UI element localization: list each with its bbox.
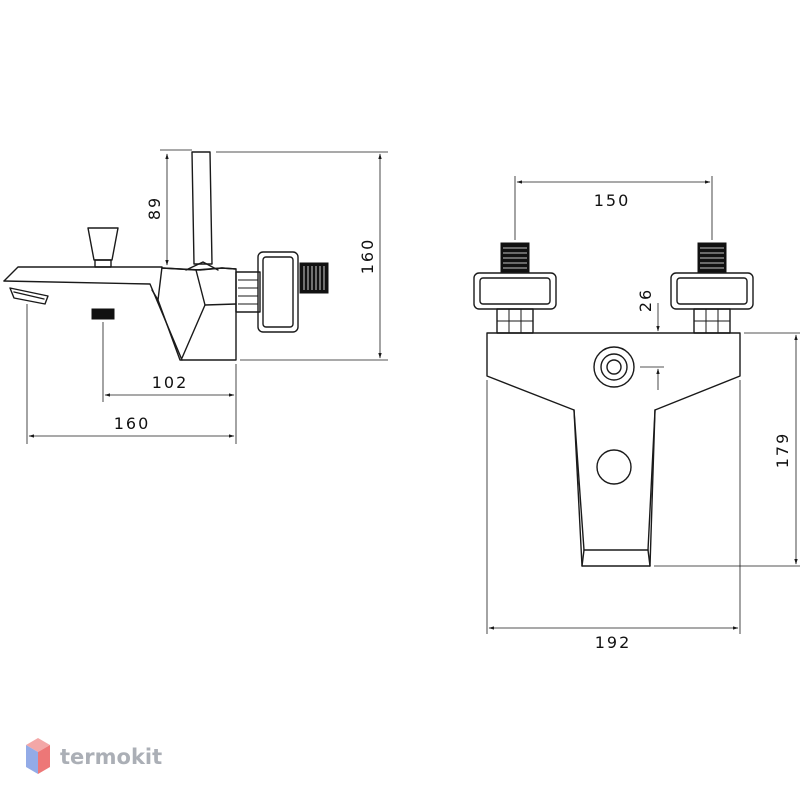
dim-label-89: 89 <box>145 196 164 220</box>
termokit-logo: termokit <box>26 738 162 774</box>
front-dimension-150: 150 <box>514 176 713 240</box>
dim-label-160-vertical: 160 <box>358 238 377 275</box>
front-dimension-179: 179 <box>654 332 800 567</box>
logo-text: termokit <box>60 745 162 769</box>
side-dimension-89: 89 <box>145 149 192 266</box>
side-body <box>3 266 237 361</box>
side-dimension-160-horizontal: 160 <box>26 304 237 444</box>
outlet-nozzle <box>91 308 115 320</box>
dim-label-150: 150 <box>594 191 631 210</box>
front-right-inlet <box>670 242 754 334</box>
dim-label-192: 192 <box>595 633 632 652</box>
front-left-inlet <box>473 242 557 334</box>
dim-label-179: 179 <box>773 432 792 469</box>
logo-cube-right <box>38 745 50 774</box>
side-view: 89 160 102 160 <box>3 149 388 444</box>
side-dimension-160-vertical: 160 <box>216 151 388 361</box>
front-outlet-hole <box>596 449 632 485</box>
front-dimension-26: 26 <box>636 288 664 390</box>
front-cartridge-ring <box>593 346 635 388</box>
front-view: 150 26 179 192 <box>473 176 800 652</box>
dim-label-26: 26 <box>636 288 655 312</box>
front-body <box>486 332 741 567</box>
diverter-knob <box>87 227 119 268</box>
logo-cube-left <box>26 745 38 774</box>
side-connector <box>235 251 329 333</box>
side-lever <box>185 151 219 271</box>
side-dimension-102: 102 <box>102 322 237 402</box>
dim-label-102: 102 <box>152 373 189 392</box>
dim-label-160-horizontal: 160 <box>114 414 151 433</box>
side-inlet-thread <box>299 262 329 294</box>
front-dimension-192: 192 <box>486 380 741 652</box>
